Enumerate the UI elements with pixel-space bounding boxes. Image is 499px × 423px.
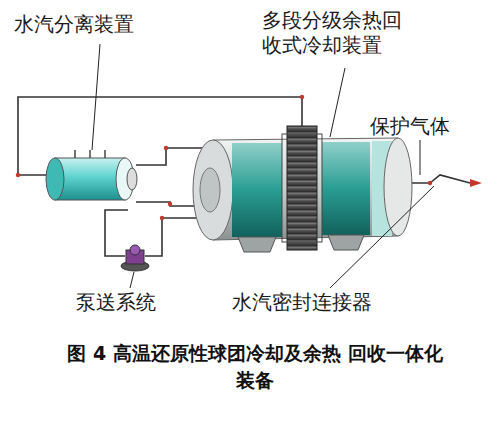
part-label: 水汽分离装置 [14,12,184,37]
part-label: 保护气体 [370,114,480,139]
part-label: 水汽密封连接器 [232,290,432,315]
figure-caption: 图 4 高温还原性球团冷却及余热 回收一体化装备 [60,340,450,393]
part-label: 泵送系统 [76,290,196,315]
part-label: 多段分级余热回 收式冷却装置 [262,8,422,58]
